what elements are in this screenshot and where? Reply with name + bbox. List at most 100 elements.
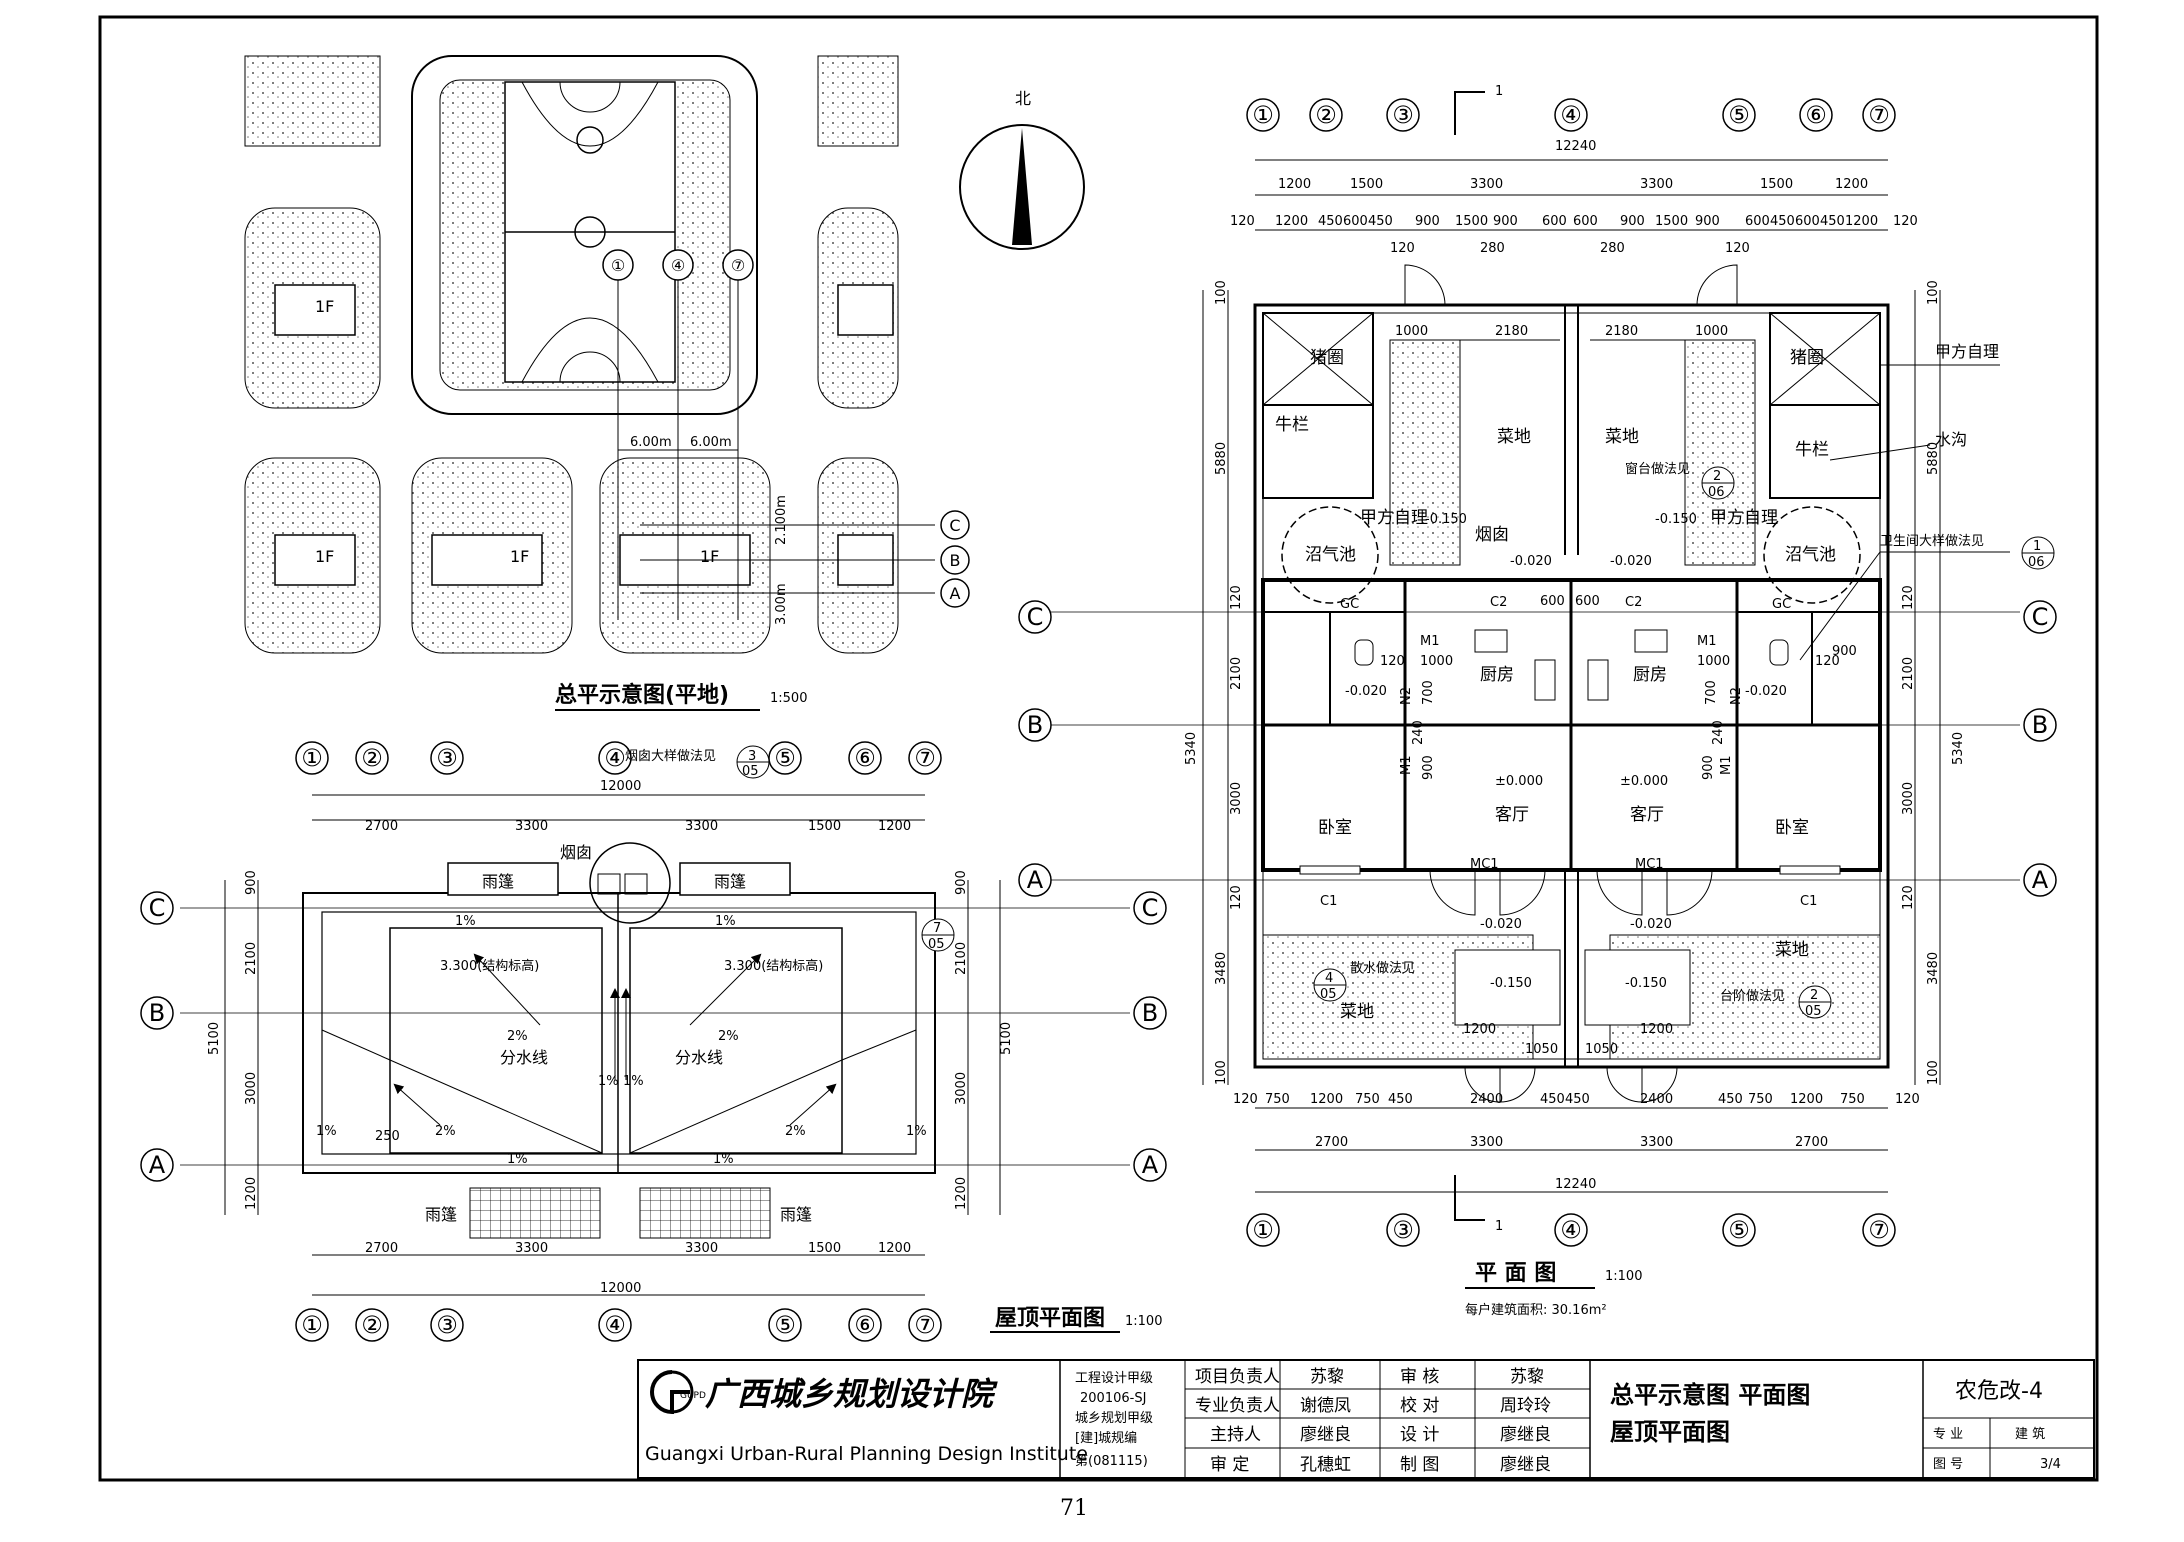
dim-label: 280 xyxy=(1600,241,1625,256)
dim-label: 600 xyxy=(1575,594,1600,609)
dim-label: 750 xyxy=(1748,1092,1773,1107)
dim-label: 600 xyxy=(1540,594,1565,609)
role-label: 设 计 xyxy=(1400,1425,1439,1445)
axis-label: B xyxy=(1027,711,1043,739)
room-label-veg: 菜地 xyxy=(1605,427,1639,447)
detail-ref: 2 xyxy=(1810,988,1818,1003)
room-label-veg: 菜地 xyxy=(1497,427,1531,447)
axis-label: A xyxy=(1027,866,1044,894)
dim-label: 1200 xyxy=(878,1241,911,1256)
axis-label: ③ xyxy=(1392,1216,1414,1244)
dim-label: 12000 xyxy=(600,1281,641,1296)
room-label-self: 甲方自理 xyxy=(1360,508,1428,528)
slope-label: 2% xyxy=(785,1124,806,1139)
section-mark: 1 xyxy=(1495,84,1503,99)
room-label-cattle: 牛栏 xyxy=(1795,440,1829,460)
unit-label: 1F xyxy=(510,547,529,566)
dim-label: 1500 xyxy=(1350,177,1383,192)
dim-label: 3300 xyxy=(1640,177,1673,192)
dim-label: 1500 xyxy=(808,819,841,834)
dim-label: 2700 xyxy=(365,819,398,834)
floor-axes-bottom: ① ③ ④ ⑤ ⑦ xyxy=(1246,1213,1896,1247)
dim-label: 2700 xyxy=(1315,1135,1348,1150)
roof-row-axes: C B A C B A xyxy=(140,891,1167,1182)
dim-label: 450 xyxy=(1388,1092,1413,1107)
dim-label: 5100 xyxy=(999,1022,1014,1055)
axis-label: C xyxy=(949,516,960,535)
elevation-label: ±0.000 xyxy=(1495,774,1543,789)
axis-label: ① xyxy=(1252,101,1274,129)
person-name: 孔穗虹 xyxy=(1300,1455,1351,1475)
detail-ref: 06 xyxy=(1708,485,1725,500)
slope-label: 1% xyxy=(316,1124,337,1139)
floor-axes-top: ① ② ③ ④ ⑤ ⑥ ⑦ xyxy=(1246,98,1896,132)
axis-label: ⑤ xyxy=(1728,1216,1750,1244)
institute-name-en: Guangxi Urban-Rural Planning Design Inst… xyxy=(645,1443,1088,1465)
dim-label: 1050 xyxy=(1585,1042,1618,1057)
dim-label: 120 xyxy=(1390,241,1415,256)
dim-label: 450 xyxy=(1318,214,1343,229)
roof-plan-title: 屋顶平面图 xyxy=(995,1306,1105,1331)
dim-label: 3300 xyxy=(515,819,548,834)
dim-label: 1200 xyxy=(954,1177,969,1210)
person-name: 苏黎 xyxy=(1510,1367,1544,1387)
dim-label: 5340 xyxy=(1951,732,1966,765)
cert-line: 城乡规划甲级 xyxy=(1075,1411,1153,1426)
chimney-label: 烟囱 xyxy=(560,843,592,862)
dim-label: 120 xyxy=(1901,885,1916,910)
floor-plan-scale: 1:100 xyxy=(1605,1269,1642,1284)
dim-label: 12240 xyxy=(1555,1177,1596,1192)
dim-label: 5880 xyxy=(1926,442,1941,475)
institute-name-cn: 广西城乡规划设计院 xyxy=(705,1375,998,1413)
axis-label: ③ xyxy=(1392,101,1414,129)
north-label: 北 xyxy=(1015,89,1031,108)
label-window-c2: C2 xyxy=(1490,595,1507,610)
bottom-detail-dims: 120 750 1200 750 450 2400 450 450 2400 4… xyxy=(1233,1092,1920,1107)
axis-label: ② xyxy=(1315,101,1337,129)
detail-ref-apron: 4 05 xyxy=(1313,968,1347,1002)
dim-label: 2180 xyxy=(1605,324,1638,339)
dim-label: 3300 xyxy=(685,1241,718,1256)
note-steps: 台阶做法见 xyxy=(1720,989,1785,1004)
axis-label: B xyxy=(1142,999,1158,1027)
axis-label: ④ xyxy=(604,1311,626,1339)
dim-label: 900 xyxy=(1415,214,1440,229)
dim-label: 1200 xyxy=(1845,214,1878,229)
room-label-living: 客厅 xyxy=(1630,805,1664,825)
slope-label: 2% xyxy=(435,1124,456,1139)
top-detail-dims: 120 1200 450 600 450 900 1500 900 600 60… xyxy=(1230,214,1918,229)
room-label-veg: 菜地 xyxy=(1340,1002,1374,1022)
dim-label: 450 xyxy=(1540,1092,1565,1107)
axis-label: ④ xyxy=(604,744,626,772)
dim-label: 1000 xyxy=(1420,654,1453,669)
dim-label: 3000 xyxy=(1229,782,1244,815)
cert-line: [建]城规编 xyxy=(1075,1431,1137,1446)
dim-label: 120 xyxy=(1229,885,1244,910)
axis-label: B xyxy=(2032,711,2048,739)
room-label-kitchen: 厨房 xyxy=(1480,665,1514,685)
elevation-label: -0.020 xyxy=(1745,684,1787,699)
institute-logo: GUPD xyxy=(650,1370,706,1415)
axis-label: C xyxy=(2032,603,2049,631)
room-label-pig: 猪圈 xyxy=(1310,348,1344,368)
dim-label: 2.100m xyxy=(774,495,789,545)
divide-line-label: 分水线 xyxy=(675,1048,723,1067)
slope-label: 1% xyxy=(623,1074,644,1089)
slope-label: 2% xyxy=(507,1029,528,1044)
detail-ref: 05 xyxy=(1805,1004,1822,1019)
dim-label: 2400 xyxy=(1640,1092,1673,1107)
site-plan-scale: 1:500 xyxy=(770,691,807,706)
label-n2: N2 xyxy=(1399,687,1414,705)
slope-label: 1% xyxy=(507,1152,528,1167)
detail-ref-window-sill: 2 06 xyxy=(1701,466,1735,500)
dim-label: 120 xyxy=(1233,1092,1258,1107)
axis-label: ① xyxy=(301,1311,323,1339)
axis-label: ⑥ xyxy=(1805,101,1827,129)
section-mark: 1 xyxy=(1495,1219,1503,1234)
role-label: 主持人 xyxy=(1210,1425,1261,1445)
dim-label: 450 xyxy=(1368,214,1393,229)
dim-label: 1000 xyxy=(1395,324,1428,339)
dim-label: 750 xyxy=(1265,1092,1290,1107)
dim-label: 700 xyxy=(1421,680,1436,705)
dim-label: 600 xyxy=(1795,214,1820,229)
